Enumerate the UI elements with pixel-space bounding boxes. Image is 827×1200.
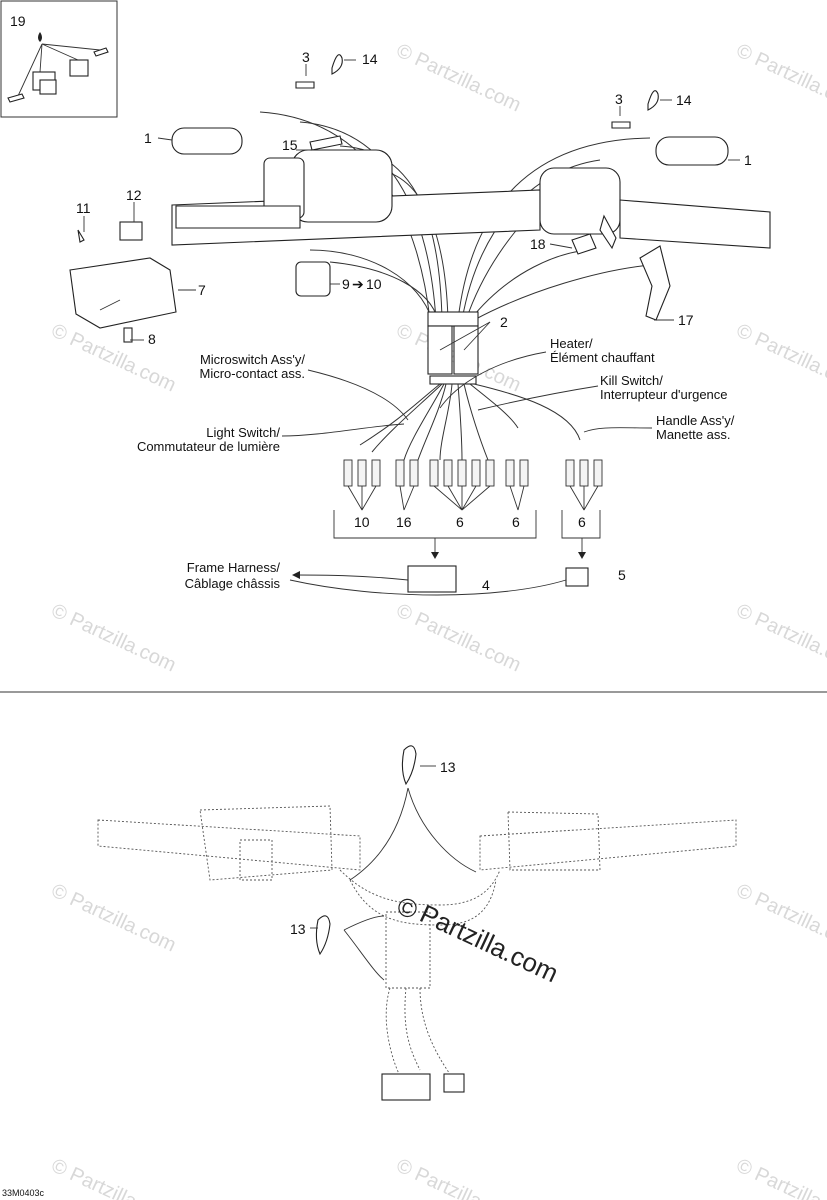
watermark: © Partzilla.com xyxy=(733,40,827,117)
label-light-switch: Light Switch/ xyxy=(206,425,280,440)
watermark: © Partzilla.com xyxy=(733,600,827,677)
callout-16: 16 xyxy=(396,514,412,530)
callout-4: 4 xyxy=(482,577,490,593)
callout-8: 8 xyxy=(148,331,156,347)
callout-14: 14 xyxy=(362,51,378,67)
label-handle: Handle Ass'y/ xyxy=(656,413,735,428)
callout-2: 2 xyxy=(500,314,508,330)
callout-15: 15 xyxy=(282,137,298,153)
label-light-switch-fr: Commutateur de lumière xyxy=(137,439,280,454)
callout-19: 19 xyxy=(10,13,26,29)
watermark: © Partzilla.com xyxy=(48,880,179,957)
watermark: © Partzilla.com xyxy=(393,40,524,117)
callout-6: 6 xyxy=(456,514,464,530)
callout-11: 11 xyxy=(76,200,91,216)
label-microswitch-fr: Micro-contact ass. xyxy=(200,366,305,381)
callout-3: 3 xyxy=(302,49,310,65)
watermark: © Partzilla.com xyxy=(48,1155,179,1200)
callout-6: 6 xyxy=(512,514,520,530)
callout-1: 1 xyxy=(744,152,752,168)
callout-9: 9 xyxy=(342,276,350,292)
watermark-brand: Partzilla.com xyxy=(415,898,563,988)
callout-13: 13 xyxy=(290,921,306,937)
assembly-view xyxy=(97,745,737,1101)
callout-3: 3 xyxy=(615,91,623,107)
watermark: © Partzilla.com xyxy=(733,1155,827,1200)
watermark: © Partzilla.com xyxy=(48,600,179,677)
callout-13: 13 xyxy=(440,759,456,775)
callout-7: 7 xyxy=(198,282,206,298)
watermark: © Partzilla.com xyxy=(733,880,827,957)
watermark: © Partzilla.com xyxy=(393,600,524,677)
callout-12: 12 xyxy=(126,187,142,203)
handlebar-top xyxy=(69,54,771,343)
label-kill-switch-fr: Interrupteur d'urgence xyxy=(600,387,728,402)
diagram-code: 33M0403c xyxy=(2,1188,45,1198)
label-frame-harness: Frame Harness/ xyxy=(187,560,281,575)
label-kill-switch: Kill Switch/ xyxy=(600,373,663,388)
watermark: © Partzilla.com xyxy=(733,320,827,397)
label-microswitch: Microswitch Ass'y/ xyxy=(200,352,305,367)
label-frame-harness-fr: Câblage châssis xyxy=(185,576,281,591)
watermark: © Partzilla.com xyxy=(48,320,179,397)
callout-17: 17 xyxy=(678,312,694,328)
label-heater-fr: Élément chauffant xyxy=(550,350,655,365)
callout-arrow: ➔ xyxy=(352,276,364,292)
label-heater: Heater/ xyxy=(550,336,593,351)
callout-6: 6 xyxy=(578,514,586,530)
callout-14: 14 xyxy=(676,92,692,108)
callout-10: 10 xyxy=(354,514,370,530)
callout-leaders-top xyxy=(83,59,740,437)
inset-box: 19 xyxy=(0,0,118,118)
callout-1: 1 xyxy=(144,130,152,146)
callout-18: 18 xyxy=(530,236,546,252)
frame-harness-bracket xyxy=(289,510,601,596)
connector-row xyxy=(343,459,603,511)
callout-5: 5 xyxy=(618,567,626,583)
callout-10: 10 xyxy=(366,276,382,292)
label-handle-fr: Manette ass. xyxy=(656,427,730,442)
watermark: © Partzilla.com xyxy=(393,1155,524,1200)
